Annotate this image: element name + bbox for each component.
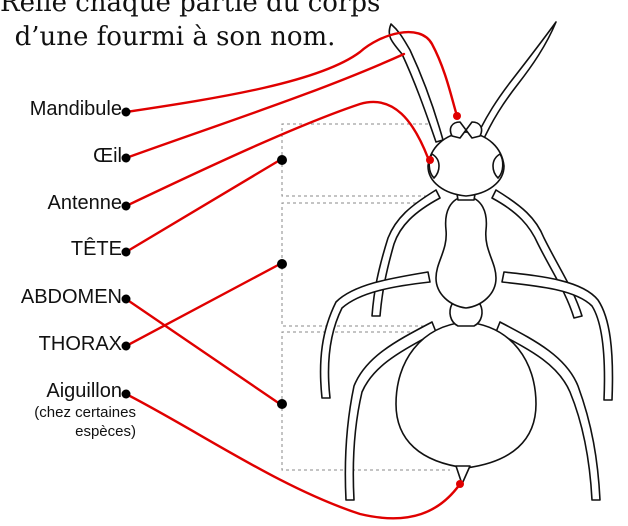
connector-thorax <box>126 264 280 346</box>
connector-abdomen <box>126 299 280 404</box>
dot-antenne <box>122 202 131 211</box>
dot-bracket-abdomen <box>277 399 287 409</box>
connector-antenne <box>126 102 428 206</box>
bracket-head <box>282 124 428 196</box>
dot-bracket-head <box>277 155 287 165</box>
dot-thorax <box>122 342 131 351</box>
thorax-shape <box>436 196 496 308</box>
right-antenna <box>474 22 556 145</box>
dot-tete <box>122 248 131 257</box>
target-mandibule <box>453 112 461 120</box>
front-right-leg <box>492 190 582 318</box>
abdomen-shape <box>396 322 536 468</box>
dot-mandibule <box>122 108 131 117</box>
connector-dots <box>122 108 288 410</box>
target-antenne-eye <box>426 156 434 164</box>
dot-bracket-thorax <box>277 259 287 269</box>
dot-abdomen <box>122 295 131 304</box>
dot-aiguillon <box>122 390 131 399</box>
ant-outline <box>321 22 613 500</box>
connector-tete <box>126 160 280 252</box>
front-left-leg <box>372 190 440 316</box>
dot-oeil <box>122 154 131 163</box>
target-aiguillon <box>456 480 464 488</box>
